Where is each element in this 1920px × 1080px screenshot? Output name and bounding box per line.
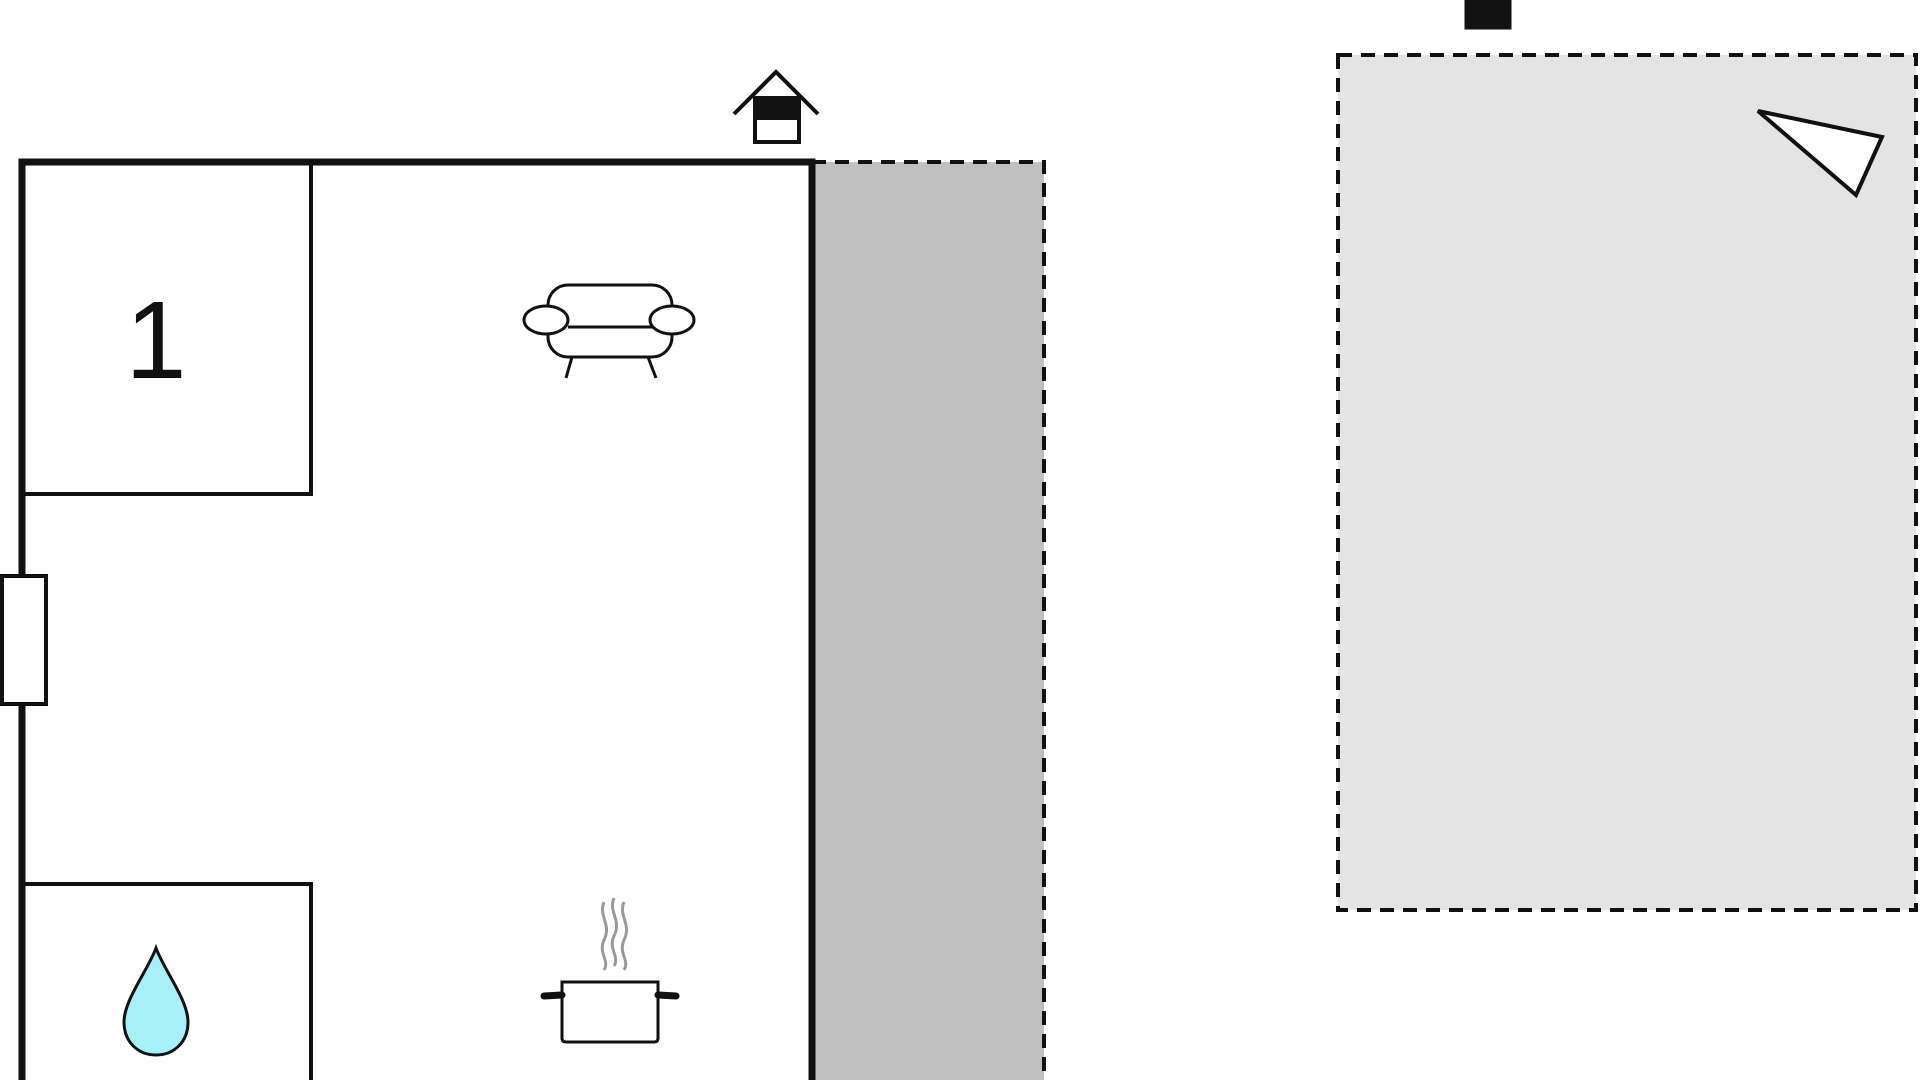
compass-triangle-icon bbox=[1756, 109, 1885, 199]
window bbox=[0, 574, 48, 706]
house-entrance-icon bbox=[732, 69, 820, 144]
cooking-pot-icon bbox=[540, 897, 680, 1044]
garden-area bbox=[1336, 53, 1918, 912]
bedroom-number-label: 1 bbox=[125, 279, 186, 402]
sofa-icon bbox=[522, 283, 696, 379]
bathroom-room bbox=[22, 882, 313, 1080]
bedroom-room: 1 bbox=[22, 162, 313, 496]
terrace-area bbox=[812, 160, 1046, 1080]
entrance-icon bbox=[1464, 0, 1512, 30]
water-drop-icon bbox=[122, 943, 190, 1057]
